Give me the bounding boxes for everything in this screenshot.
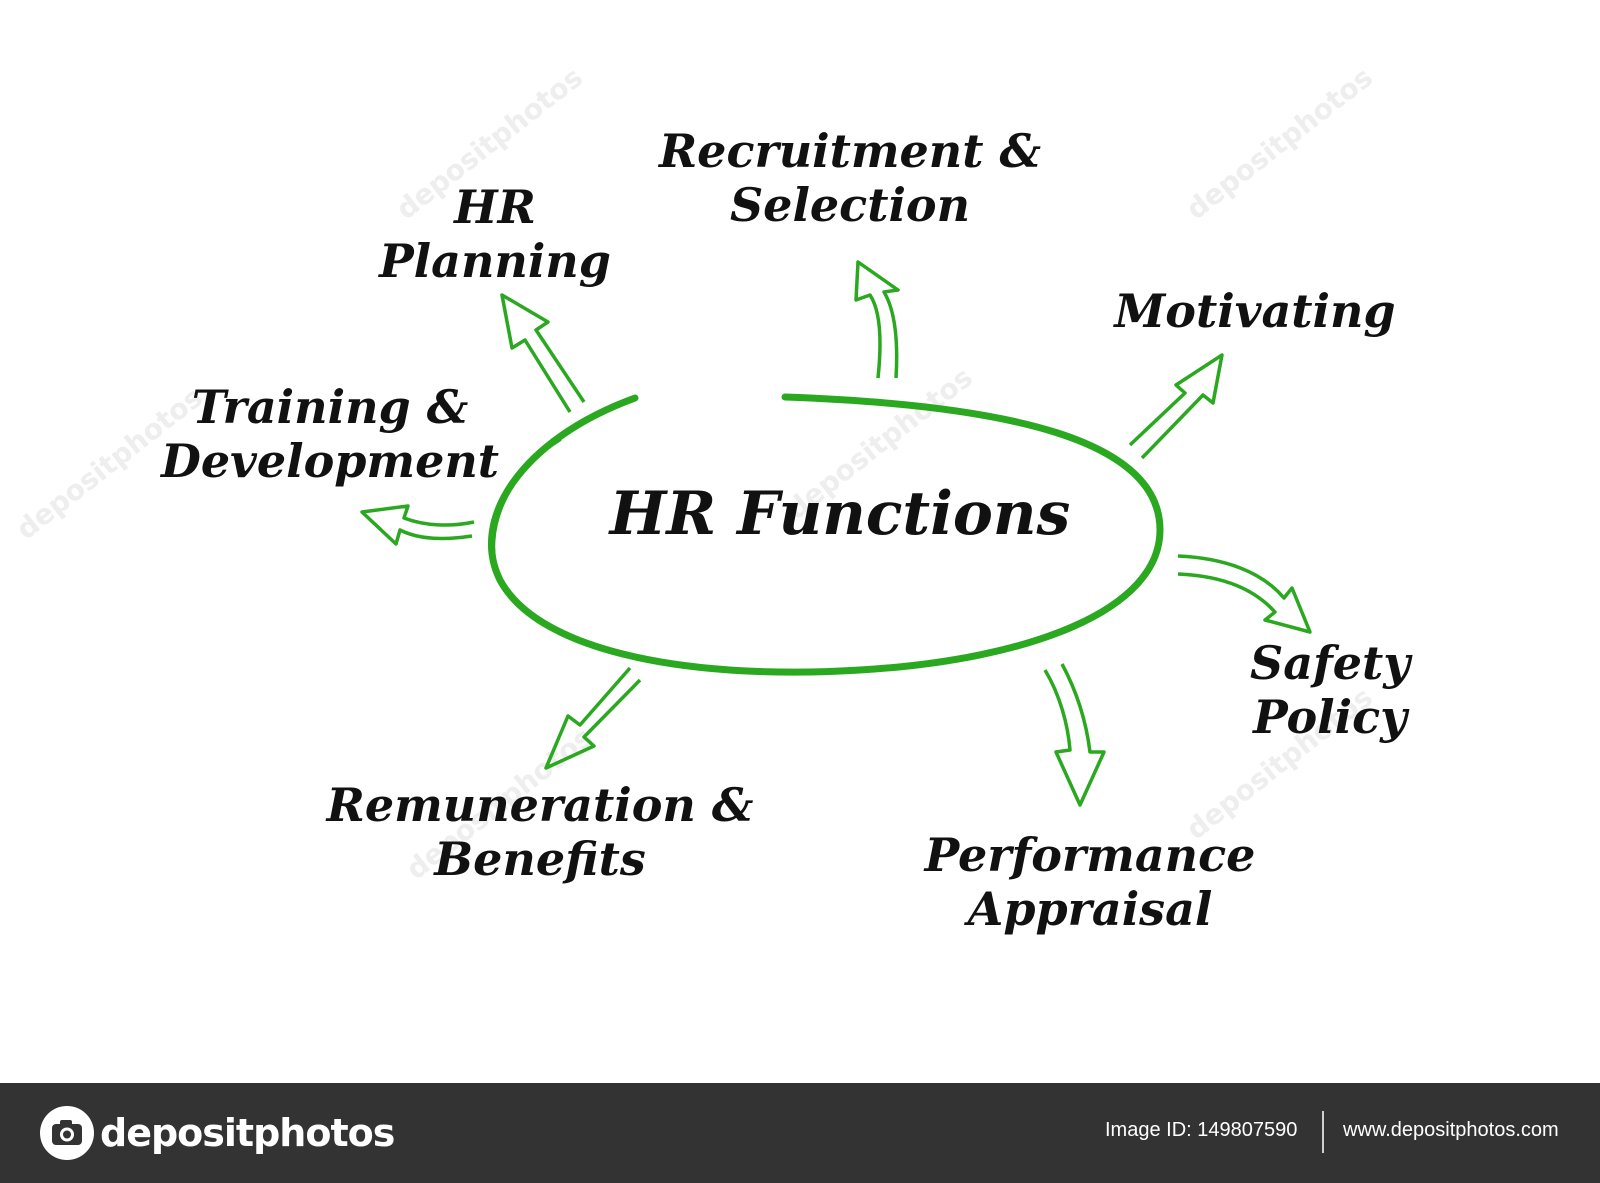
- site-url-link[interactable]: www.depositphotos.com: [1343, 1119, 1559, 1141]
- node-remuneration-benefits: Remuneration & Benefits: [300, 778, 780, 886]
- center-ellipse-inner-stroke: [492, 438, 562, 582]
- depositphotos-logo[interactable]: depositphotos: [40, 1105, 395, 1161]
- arrow-to-motivating: [1128, 353, 1224, 460]
- camera-icon: [40, 1106, 94, 1160]
- node-hr-planning: HR Planning: [355, 180, 635, 288]
- node-line: Benefits: [434, 832, 646, 886]
- center-ellipse: [488, 393, 1164, 676]
- node-safety-policy: Safety Policy: [1230, 636, 1430, 744]
- node-line: Development: [160, 434, 500, 488]
- node-line: HR: [454, 180, 536, 234]
- footer-bar: depositphotos Image ID: 149807590 www.de…: [0, 1083, 1600, 1183]
- arrow-to-training: [360, 504, 475, 546]
- diagram-graphics: [360, 260, 1312, 807]
- diagram-canvas: depositphotos depositphotos depositphoto…: [10, 61, 1430, 936]
- logo-text: depositphotos: [100, 1111, 395, 1155]
- node-line: Motivating: [1114, 284, 1396, 338]
- arrow-to-recruitment: [854, 260, 900, 379]
- node-motivating: Motivating: [1090, 284, 1420, 338]
- footer-divider: [1322, 1111, 1324, 1153]
- node-line: Recruitment &: [658, 124, 1042, 178]
- node-line: Selection: [729, 178, 971, 232]
- node-line: Appraisal: [967, 882, 1213, 936]
- arrow-to-remuneration: [544, 666, 642, 770]
- arrow-to-performance: [1043, 663, 1106, 807]
- node-line: Remuneration &: [326, 778, 754, 832]
- node-line: Safety: [1249, 636, 1411, 690]
- node-line: Performance: [924, 828, 1256, 882]
- node-recruitment-selection: Recruitment & Selection: [630, 124, 1070, 232]
- node-performance-appraisal: Performance Appraisal: [900, 828, 1280, 936]
- image-id-text: Image ID: 149807590: [1105, 1119, 1298, 1141]
- node-line: Planning: [379, 234, 611, 288]
- arrow-to-hr-planning: [500, 293, 586, 413]
- arrow-to-safety: [1177, 554, 1312, 634]
- node-line: Policy: [1253, 690, 1407, 744]
- center-title: HR Functions: [609, 479, 1071, 549]
- node-line: Training &: [191, 380, 469, 434]
- node-training-development: Training & Development: [140, 380, 520, 488]
